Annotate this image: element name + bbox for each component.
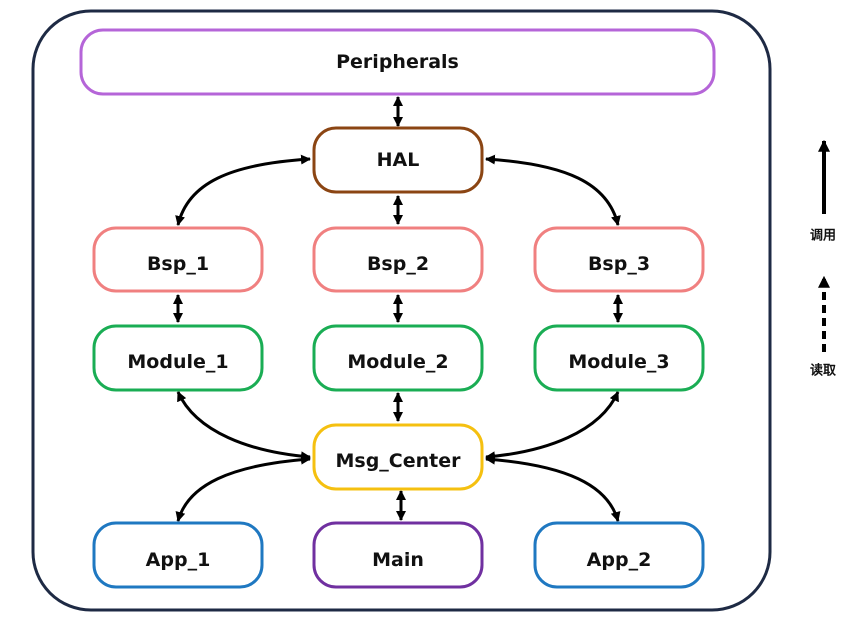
arrow-hal-bsp3: [485, 154, 621, 226]
node-bsp-3-box: [533, 226, 705, 293]
node-app-1-label: App_1: [146, 549, 211, 571]
node-main-label: Main: [372, 549, 424, 571]
node-module-2-box: [312, 324, 484, 392]
arrow-hal-bsp1: [175, 154, 311, 226]
node-bsp-2: Bsp_2: [312, 226, 484, 293]
node-bsp-1: Bsp_1: [92, 226, 264, 293]
node-app-2: App_2: [533, 521, 705, 589]
node-app-2-box: [533, 521, 705, 589]
node-bsp-2-label: Bsp_2: [367, 253, 429, 275]
node-module-2-label: Module_2: [347, 351, 448, 373]
node-peripherals-label: Peripherals: [336, 51, 459, 73]
node-bsp-2-box: [312, 226, 484, 293]
nodes: Peripherals HAL Bsp_1 Bsp_2 Bsp_3 Module…: [79, 28, 716, 589]
node-module-3-label: Module_3: [568, 351, 669, 373]
node-module-1-label: Module_1: [127, 351, 228, 373]
node-msg-center: Msg_Center: [312, 423, 484, 491]
node-msg-center-label: Msg_Center: [335, 450, 461, 472]
connectors: [173, 96, 623, 522]
node-hal-box: [312, 126, 484, 194]
node-bsp-1-label: Bsp_1: [147, 253, 209, 275]
legend-call-label: 调用: [810, 229, 836, 244]
node-msg-center-box: [312, 423, 484, 491]
node-module-3-box: [533, 324, 705, 392]
outer-frame: [31, 9, 772, 612]
arrow-msgcenter-app1: [175, 454, 311, 522]
node-bsp-1-box: [92, 226, 264, 293]
node-bsp-3-label: Bsp_3: [588, 253, 650, 275]
node-hal-label: HAL: [377, 149, 420, 171]
node-app-2-label: App_2: [587, 549, 652, 571]
legend: 调用 读取: [810, 139, 837, 379]
node-app-1-box: [92, 521, 264, 589]
arrow-msgcenter-app2: [485, 454, 621, 522]
node-hal: HAL: [312, 126, 484, 194]
legend-read-label: 读取: [810, 363, 837, 379]
node-app-1: App_1: [92, 521, 264, 589]
node-module-1-box: [92, 324, 264, 392]
arrow-module3-msgcenter: [485, 391, 620, 462]
node-main-box: [312, 521, 484, 589]
node-bsp-3: Bsp_3: [533, 226, 705, 293]
node-module-2: Module_2: [312, 324, 484, 392]
node-main: Main: [312, 521, 484, 589]
node-module-3: Module_3: [533, 324, 705, 392]
node-peripherals: Peripherals: [79, 28, 716, 96]
node-module-1: Module_1: [92, 324, 264, 392]
arrow-module1-msgcenter: [176, 391, 311, 462]
node-peripherals-box: [79, 28, 716, 96]
